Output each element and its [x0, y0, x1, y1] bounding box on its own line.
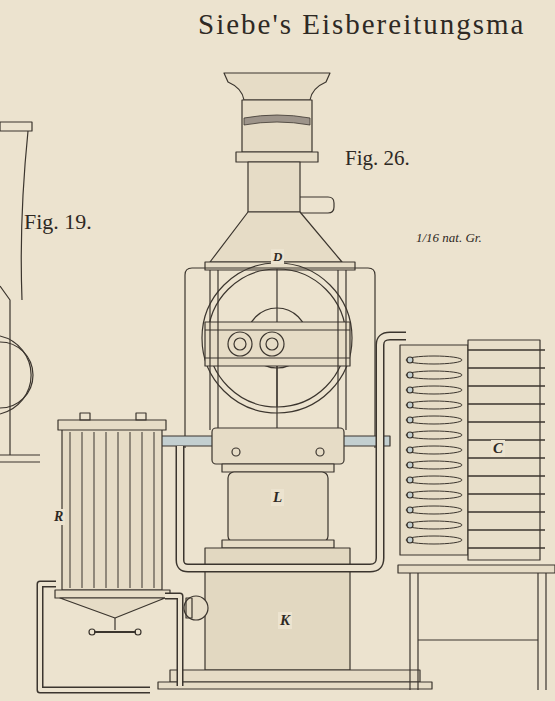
- compressor-machine: [158, 73, 432, 689]
- filter-rod: [94, 432, 95, 588]
- coil-fitting: [407, 372, 413, 378]
- coil-fitting: [407, 417, 413, 423]
- ice-tray: [468, 421, 545, 422]
- cooling-coil: [406, 476, 462, 484]
- plate-title: Siebe's Eisbereitungsma: [198, 10, 525, 39]
- coil-fitting: [407, 402, 413, 408]
- ice-tray: [468, 457, 545, 458]
- cooling-coil: [406, 356, 462, 364]
- ice-tray: [468, 403, 545, 404]
- coil-fitting: [407, 537, 413, 543]
- part-letter: D: [271, 249, 284, 264]
- figure-number: Fig. 26.: [343, 147, 412, 170]
- coil-fitting: [407, 477, 413, 483]
- coil-fitting: [407, 357, 413, 363]
- cooling-coil: [406, 416, 462, 424]
- filter-rod: [142, 432, 143, 588]
- filter-vessel: [40, 413, 208, 690]
- cooling-coil: [406, 401, 462, 409]
- figure-number: Fig. 19.: [22, 210, 94, 234]
- ice-tray: [468, 511, 545, 512]
- ice-tray: [468, 439, 545, 440]
- freezing-tank: [398, 340, 555, 690]
- cooling-coil: [406, 386, 462, 394]
- cooling-coil: [406, 371, 462, 379]
- cooling-coil: [406, 446, 462, 454]
- part-letter: R: [52, 509, 65, 525]
- part-letter: C: [491, 440, 505, 457]
- ice-tray: [468, 349, 545, 350]
- scale-note: 1/16 nat. Gr.: [414, 230, 484, 245]
- filter-rod: [106, 432, 107, 588]
- coil-fitting: [407, 462, 413, 468]
- part-letter: L: [271, 489, 284, 506]
- filter-rod: [70, 432, 71, 588]
- cooling-coil: [406, 506, 462, 514]
- coil-fitting: [407, 492, 413, 498]
- filter-rod: [130, 432, 131, 588]
- cooling-coil: [406, 461, 462, 469]
- cooling-coil: [406, 491, 462, 499]
- connecting-pipe: [180, 336, 406, 568]
- fig19-remnant: [0, 122, 40, 462]
- cooling-coil: [406, 536, 462, 544]
- part-letter: K: [278, 612, 292, 629]
- coil-fitting: [407, 387, 413, 393]
- ice-tray: [468, 529, 545, 530]
- ice-tray: [468, 493, 545, 494]
- coil-fitting: [407, 522, 413, 528]
- filter-rod: [82, 432, 83, 588]
- coil-fitting: [407, 507, 413, 513]
- coil-fitting: [407, 432, 413, 438]
- ice-tray: [468, 385, 545, 386]
- filter-rod: [154, 432, 155, 588]
- cooling-coil: [406, 521, 462, 529]
- ice-tray: [468, 475, 545, 476]
- coil-fitting: [407, 447, 413, 453]
- filter-rod: [118, 432, 119, 588]
- ice-tray: [468, 367, 545, 368]
- cooling-coil: [406, 431, 462, 439]
- ice-tray: [468, 547, 545, 548]
